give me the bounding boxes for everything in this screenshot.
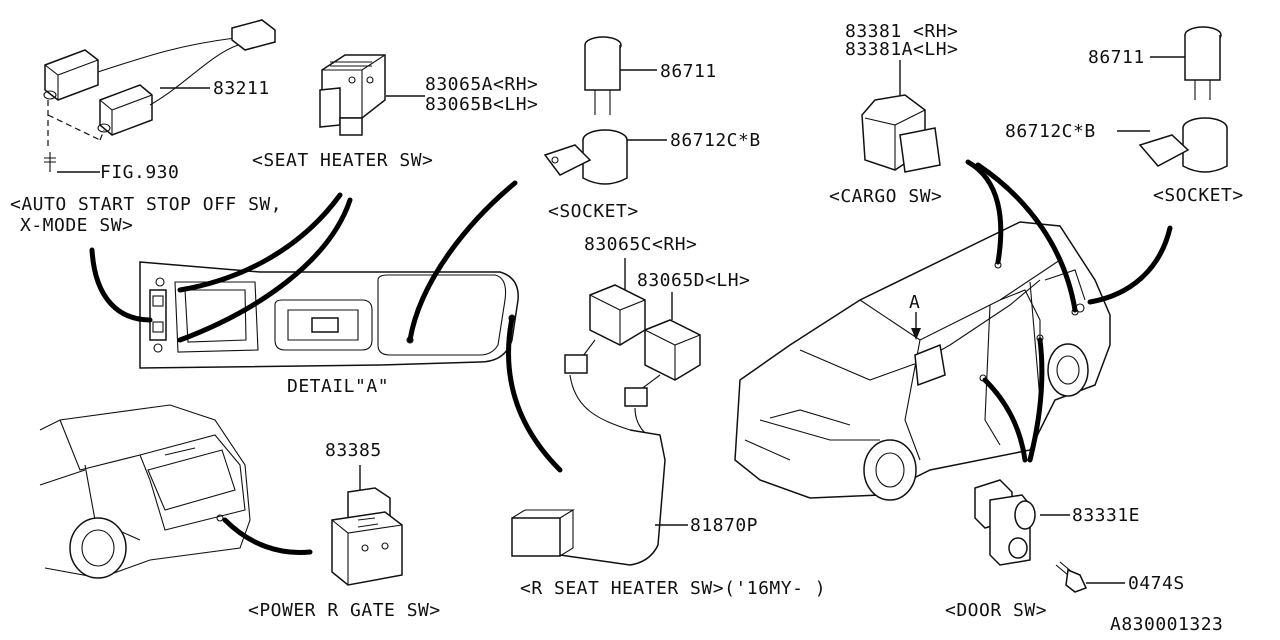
arc-door-1 [982,377,1028,463]
part-number-83331e: 83331E [1072,505,1140,526]
arc-power-gate [222,517,313,556]
view-a-arrowhead [911,328,921,340]
arc-auto-start-1 [177,197,353,343]
door-sw-caption: <DOOR SW> [945,600,1047,621]
part-number-83381: 83381 <RH> [845,21,958,42]
seat-heater-caption: <SEAT HEATER SW> [252,150,433,171]
drawing-number: A830001323 [1110,614,1223,635]
part-number-83381a: 83381A<LH> [845,39,958,60]
part-number-83065a: 83065A<RH> [425,74,538,95]
power-gate-caption: <POWER R GATE SW> [248,600,441,621]
arc-cargo-2 [975,162,1078,313]
arc-cargo [965,159,1004,265]
auto-start-switch-part [43,19,276,172]
arc-door-2 [1027,337,1045,463]
part-number-83385: 83385 [325,440,382,461]
console-detail-a [139,261,519,369]
auto-start-caption-line1: <AUTO START STOP OFF SW, [10,194,282,215]
vehicle-rear-view [39,404,251,579]
door-switch-part [974,479,1088,593]
view-a-marker: A [909,292,920,313]
part-number-83065d: 83065D<LH> [637,270,750,291]
arc-socket-right [1087,225,1173,305]
rear-seat-heater-caption: <R SEAT HEATER SW>('16MY- ) [520,578,826,599]
part-number-86712-center: 86712C*B [670,130,761,151]
figure-reference: FIG.930 [100,162,179,183]
arc-console-left [89,247,153,323]
arc-socket-center [407,180,518,343]
socket-caption-center: <SOCKET> [548,201,639,222]
arc-rear-seat-heater [506,315,563,473]
part-number-86712-right: 86712C*B [1005,121,1096,142]
part-number-81870p: 81870P [690,515,758,536]
socket-part-center [543,36,628,185]
part-number-86711-right: 86711 [1088,47,1145,68]
cargo-switch-part [861,94,941,173]
part-number-83211: 83211 [213,78,270,99]
auto-start-caption-line2: X-MODE SW> [20,215,133,236]
part-number-83065c: 83065C<RH> [584,234,697,255]
rear-seat-heater-switch-part [511,284,701,566]
part-number-86711-center: 86711 [660,61,717,82]
socket-caption-right: <SOCKET> [1153,185,1244,206]
part-number-83065b: 83065B<LH> [425,94,538,115]
arc-auto-start-2 [177,192,343,293]
part-number-0474s: 0474S [1128,573,1185,594]
cargo-caption: <CARGO SW> [829,186,942,207]
power-gate-switch-part [331,487,403,586]
seat-heater-switch-part [319,54,386,136]
detail-a-caption: DETAIL"A" [287,376,389,397]
vehicle-side-view [734,221,1111,501]
socket-part-right [1138,26,1228,173]
